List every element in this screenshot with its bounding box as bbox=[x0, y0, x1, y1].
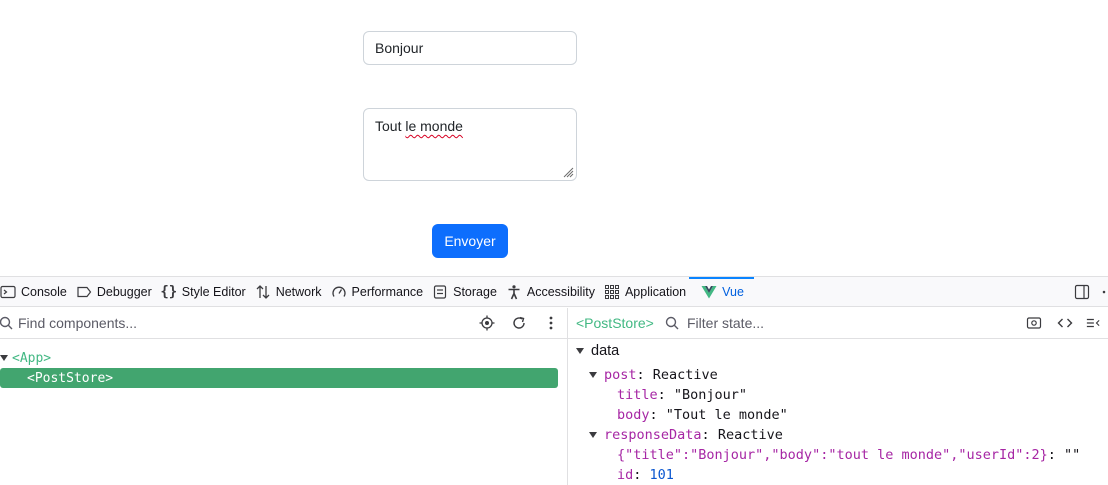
state-value: "Bonjour" bbox=[673, 387, 748, 403]
components-search-input[interactable]: Find components... bbox=[18, 315, 138, 331]
tab-style-editor[interactable]: {} Style Editor bbox=[160, 277, 255, 306]
tab-performance[interactable]: Performance bbox=[331, 277, 433, 306]
tab-label: Storage bbox=[453, 284, 497, 299]
tree-item-label: <PostStore> bbox=[27, 370, 114, 386]
gauge-icon bbox=[331, 284, 347, 300]
body-text-prefix: Tout bbox=[375, 118, 406, 134]
body-text-misspelled: le monde bbox=[405, 118, 463, 134]
state-key: title bbox=[617, 387, 658, 403]
state-row-post[interactable]: post: Reactive bbox=[568, 365, 1108, 385]
tab-label: Performance bbox=[351, 284, 424, 299]
filter-search-icon bbox=[662, 313, 682, 333]
state-key: body bbox=[617, 407, 650, 423]
state-row-response-raw[interactable]: {"title":"Bonjour","body":"tout le monde… bbox=[617, 447, 1081, 463]
state-key: {"title":"Bonjour","body":"tout le monde… bbox=[617, 447, 1048, 463]
tree-item-label: <App> bbox=[12, 350, 52, 366]
tree-item-app[interactable]: <App> bbox=[0, 348, 567, 368]
expand-triangle-icon[interactable] bbox=[0, 355, 8, 361]
state-inspector-pane: <PostStore> Filter state... dat bbox=[568, 308, 1108, 485]
state-value: "" bbox=[1064, 447, 1081, 463]
state-type: Reactive bbox=[652, 367, 718, 383]
component-tree: <App> <PostStore> bbox=[0, 339, 567, 388]
accessibility-icon bbox=[506, 284, 522, 300]
tab-label: Vue bbox=[722, 284, 744, 299]
debugger-icon bbox=[76, 284, 92, 300]
state-type: Reactive bbox=[717, 427, 783, 443]
tab-vue[interactable]: Vue bbox=[689, 277, 754, 306]
section-data[interactable]: data bbox=[568, 340, 1108, 362]
section-title: data bbox=[591, 343, 620, 359]
vue-devtools-panes: Find components... <App> <PostStore> bbox=[0, 308, 1108, 485]
state-key: post bbox=[604, 367, 637, 383]
select-component-icon[interactable] bbox=[477, 313, 497, 333]
state-key: id bbox=[617, 467, 634, 483]
tab-label: Debugger bbox=[96, 284, 152, 299]
devtools-panel: Console Debugger {} Style Editor Network… bbox=[0, 276, 1108, 485]
expand-triangle-icon[interactable] bbox=[589, 372, 597, 378]
tab-storage[interactable]: Storage bbox=[432, 277, 506, 306]
network-arrows-icon bbox=[255, 284, 271, 300]
tab-label: Application bbox=[624, 284, 687, 299]
devtools-toolbar: Console Debugger {} Style Editor Network… bbox=[0, 277, 1108, 307]
tab-accessibility[interactable]: Accessibility bbox=[506, 277, 604, 306]
search-icon bbox=[0, 313, 16, 333]
components-search-bar[interactable]: Find components... bbox=[0, 308, 567, 339]
title-input[interactable]: Bonjour bbox=[363, 31, 577, 65]
submit-button[interactable]: Envoyer bbox=[432, 224, 508, 258]
body-textarea[interactable]: Tout le monde bbox=[363, 108, 577, 181]
expand-triangle-icon[interactable] bbox=[589, 432, 597, 438]
state-value: "Tout le monde" bbox=[665, 407, 788, 423]
storage-icon bbox=[432, 284, 448, 300]
state-value: 101 bbox=[649, 467, 674, 483]
state-row-body[interactable]: body: "Tout le monde" bbox=[617, 407, 788, 423]
state-row-id[interactable]: id: 101 bbox=[617, 467, 674, 483]
braces-icon: {} bbox=[160, 283, 178, 300]
grid-icon bbox=[604, 284, 620, 300]
kebab-menu-icon[interactable] bbox=[541, 313, 561, 333]
resize-grip-icon[interactable] bbox=[562, 166, 574, 178]
scroll-to-component-icon[interactable] bbox=[1024, 313, 1044, 333]
components-pane: Find components... <App> <PostStore> bbox=[0, 308, 568, 485]
collapse-icon[interactable] bbox=[1086, 313, 1100, 333]
console-icon bbox=[0, 284, 16, 300]
more-options-icon[interactable] bbox=[1100, 282, 1108, 302]
tab-label: Network bbox=[275, 284, 322, 299]
expand-triangle-icon[interactable] bbox=[576, 348, 584, 354]
page-content: Bonjour Tout le monde Envoyer bbox=[363, 31, 577, 258]
code-icon[interactable] bbox=[1055, 313, 1075, 333]
state-key: responseData bbox=[604, 427, 702, 443]
refresh-icon[interactable] bbox=[509, 313, 529, 333]
tab-console[interactable]: Console bbox=[0, 277, 76, 306]
tab-label: Console bbox=[21, 284, 67, 299]
tab-network[interactable]: Network bbox=[255, 277, 331, 306]
state-filter-input[interactable]: Filter state... bbox=[687, 315, 765, 331]
dock-side-icon[interactable] bbox=[1072, 282, 1092, 302]
tab-label: Style Editor bbox=[181, 284, 246, 299]
tab-debugger[interactable]: Debugger bbox=[76, 277, 161, 306]
toolbar-right-controls bbox=[1072, 277, 1108, 307]
state-filter-bar: <PostStore> Filter state... bbox=[568, 308, 1108, 339]
tab-label: Accessibility bbox=[526, 284, 595, 299]
tab-application[interactable]: Application bbox=[604, 277, 695, 306]
selected-component-name: <PostStore> bbox=[576, 315, 654, 331]
state-row-title[interactable]: title: "Bonjour" bbox=[617, 387, 748, 403]
vue-logo-icon bbox=[701, 284, 717, 300]
tree-item-poststore[interactable]: <PostStore> bbox=[0, 368, 558, 388]
state-tree: data post: Reactive title: "Bonjour" bod… bbox=[568, 339, 1108, 485]
state-row-responsedata[interactable]: responseData: Reactive bbox=[568, 425, 1108, 445]
title-input-value: Bonjour bbox=[375, 40, 424, 56]
